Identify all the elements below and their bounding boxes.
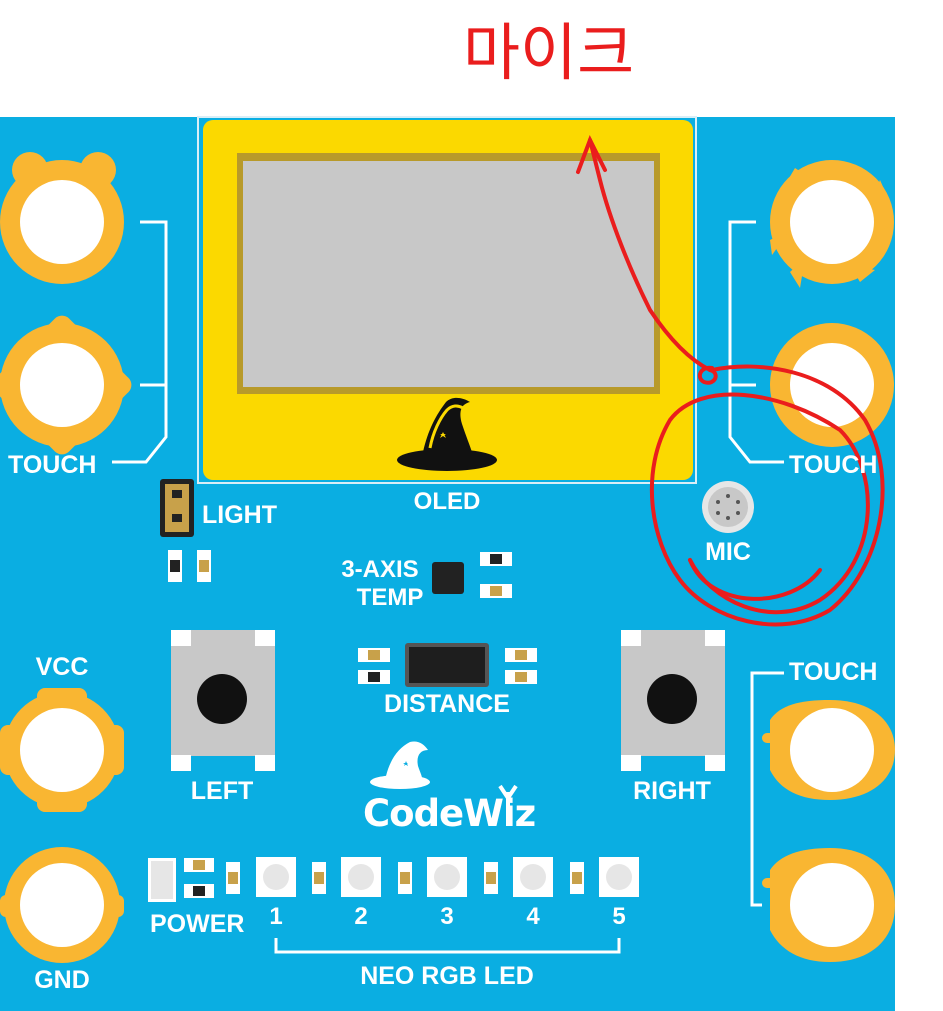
oled-display [197,116,697,484]
wizard-hat-icon [397,397,497,471]
mic-icon [702,481,754,533]
temp-label: TEMP [356,584,424,611]
led-number-3: 3 [440,903,454,930]
right-button[interactable] [621,630,725,771]
smd-components [168,550,537,684]
touch-left-label: TOUCH [8,451,97,479]
neo-rgb-led-strip [226,857,639,897]
power-leds [184,858,214,898]
touch-right-top-bracket [728,220,784,464]
vcc-label: VCC [35,653,89,681]
vcc-pad [0,688,124,812]
touch-right-top-label: TOUCH [789,451,878,479]
gnd-label: GND [34,966,90,994]
codewiz-hat-icon [370,741,518,826]
touch-pad-flower [0,315,132,455]
annotation-arrow-and-circle [576,135,885,627]
touch-pad-sun [770,160,894,288]
power-switch[interactable] [148,858,176,902]
led-number-2: 2 [354,903,368,930]
touch-pad-hand-bottom [762,848,895,962]
touch-right-bottom-label: TOUCH [789,658,878,686]
distance-sensor [405,643,489,687]
left-button[interactable] [171,630,275,771]
power-label: POWER [150,910,245,938]
led-number-1: 1 [269,903,283,930]
touch-pad-bear [0,152,124,284]
light-sensor [160,479,194,537]
mic-annotation-label: 마이크 [463,16,635,89]
gnd-pad [0,847,124,963]
touch-pad-hand-top [762,700,895,800]
oled-label: OLED [413,488,481,515]
neo-rgb-led-label: NEO RGB LED [360,962,534,990]
led-number-4: 4 [526,903,540,930]
axis-label: 3-AXIS [341,556,419,583]
touch-right-bottom-bracket [750,671,784,907]
light-label: LIGHT [202,501,277,529]
led-number-5: 5 [612,903,626,930]
right-button-label: RIGHT [633,777,711,805]
touch-pad-round [770,323,894,447]
accelerometer-chip [432,562,464,594]
mic-label: MIC [705,538,751,566]
distance-label: DISTANCE [384,690,510,718]
codewiz-logo-text: CodeWiz [363,792,536,835]
left-button-label: LEFT [190,777,254,805]
neo-led-bracket [274,938,621,954]
touch-left-bracket [112,220,168,464]
